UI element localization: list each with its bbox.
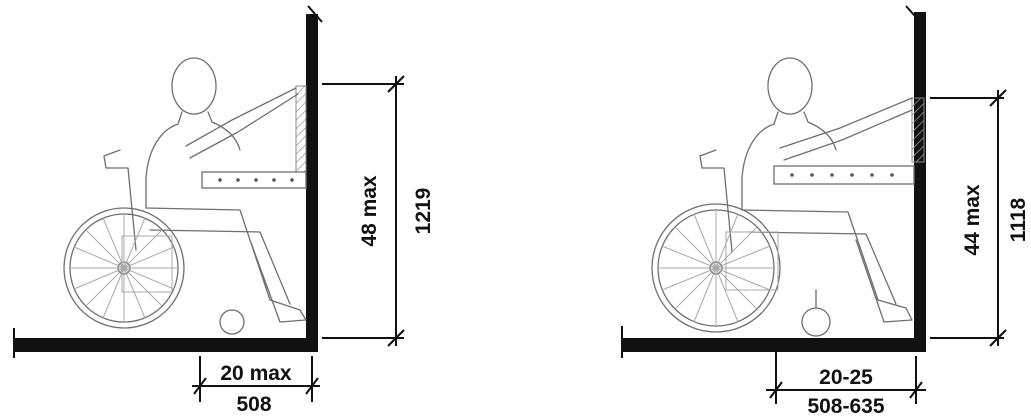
floor-left (14, 338, 318, 352)
counter-left (201, 171, 307, 189)
wheel-right-spokes (658, 210, 774, 326)
height-metric-left: 1219 (412, 188, 435, 235)
counter-right-dots (790, 173, 894, 177)
wheelchair-user-left (63, 57, 307, 335)
depth-dimension-left (192, 356, 320, 402)
wheel-left (63, 207, 185, 329)
counter-right (773, 165, 915, 185)
wall-right (914, 12, 926, 352)
depth-metric-right: 508-635 (807, 395, 884, 418)
diagram-right: 44 max 1118 20-25 508-635 (621, 5, 1030, 418)
depth-metric-left: 508 (236, 393, 271, 416)
wall-left-break (307, 5, 323, 23)
caster-right (801, 307, 831, 337)
wheelchair-user-right (651, 57, 913, 337)
height-label-right: 44 max (961, 184, 984, 256)
reach-zone-left (295, 85, 307, 173)
height-dimension-left (322, 75, 405, 347)
wheel-right (651, 203, 781, 333)
counter-left-dots (218, 178, 294, 182)
wall-right-break (905, 5, 923, 25)
height-dimension-right (930, 89, 1007, 347)
wheel-left-spokes (70, 214, 178, 322)
depth-label-left: 20 max (220, 362, 292, 385)
height-label-left: 48 max (358, 175, 381, 247)
depth-dimension-right (766, 348, 926, 404)
diagram-left: 48 max 1219 20 max 508 (13, 5, 435, 416)
floor-right (622, 338, 926, 352)
height-metric-right: 1118 (1007, 197, 1030, 242)
wall-left (306, 14, 318, 352)
depth-label-right: 20-25 (819, 366, 873, 389)
reach-zone-right (911, 97, 925, 163)
